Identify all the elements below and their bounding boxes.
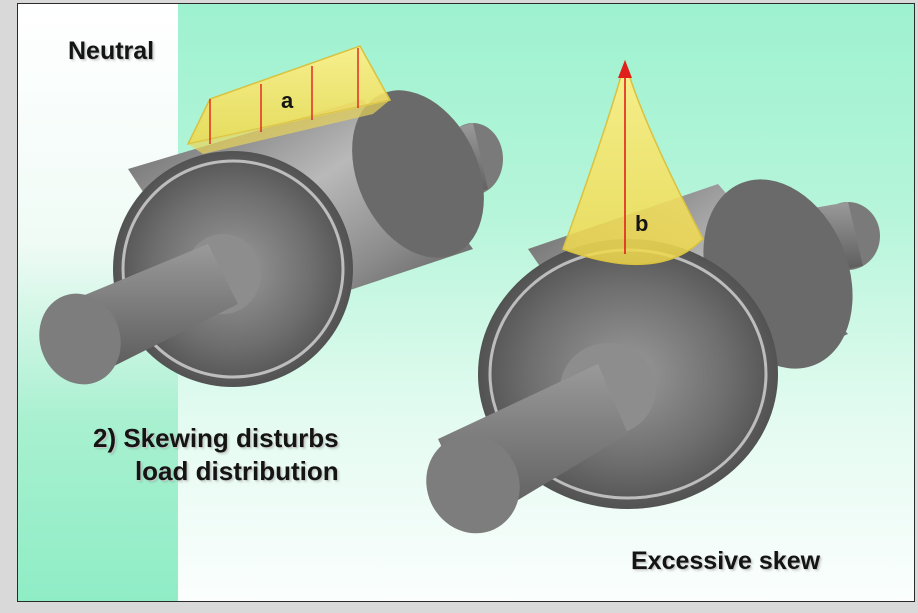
neutral-label: Neutral	[68, 37, 155, 65]
uniform-load-distribution	[186, 45, 392, 146]
roller-illustration	[39, 45, 880, 534]
skewed-roller	[426, 59, 880, 534]
caption-line-1: 2) Skewing disturbs	[93, 423, 339, 453]
peaked-load-distribution	[562, 59, 704, 266]
neutral-roller	[39, 45, 503, 387]
caption-line-2: load distribution	[134, 456, 339, 486]
excessive-skew-label: Excessive skew	[631, 547, 821, 575]
load-arrows-a	[209, 48, 359, 144]
load-label-a: a	[281, 88, 294, 113]
load-label-b: b	[635, 211, 649, 236]
slide-frame: Neutral a b 2) Skewing disturbs load dis…	[17, 3, 915, 602]
caption: 2) Skewing disturbs load distribution	[93, 422, 339, 488]
